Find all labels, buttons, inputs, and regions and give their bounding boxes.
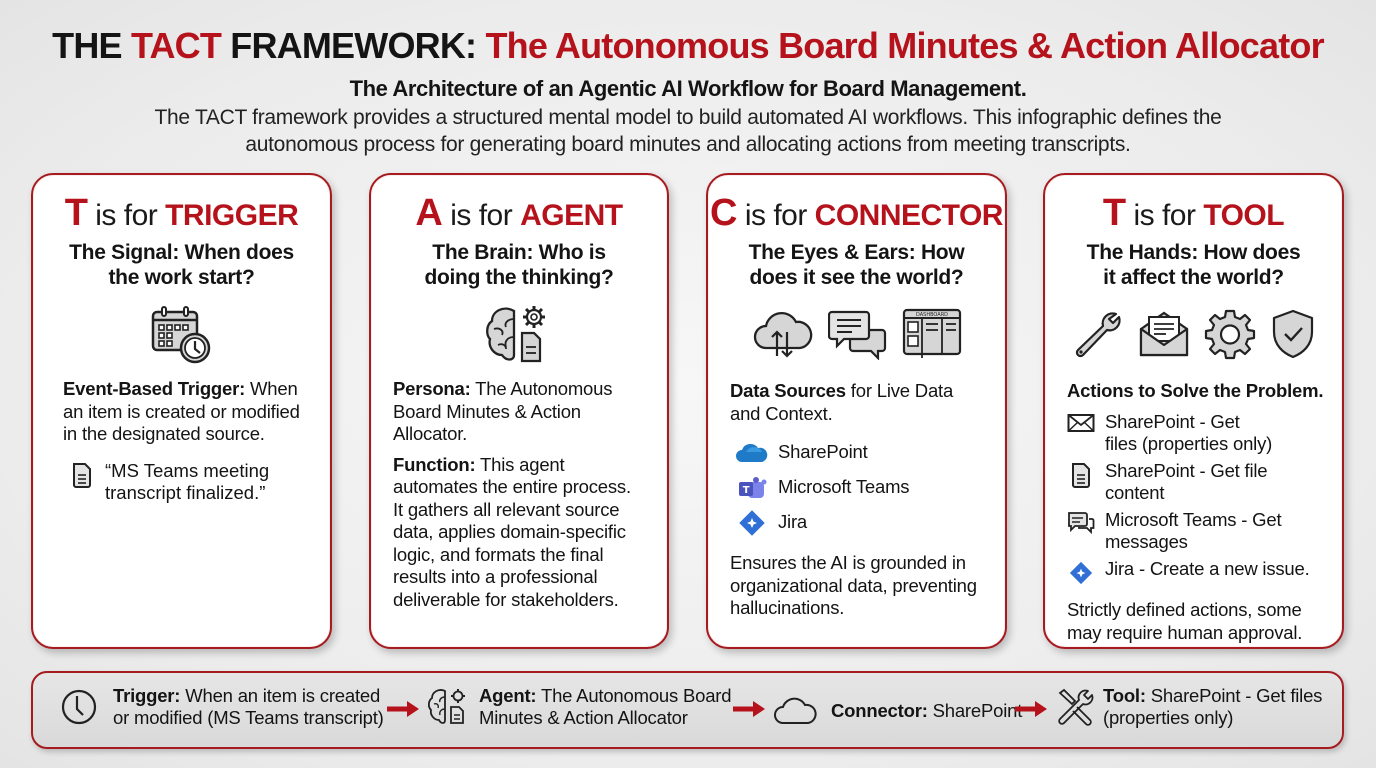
jira-icon bbox=[739, 509, 765, 536]
teams-icon: T bbox=[739, 476, 767, 498]
card-heading: T is for TOOL bbox=[1102, 192, 1285, 234]
gear-icon bbox=[1204, 309, 1255, 360]
cloud-sync-icon bbox=[753, 312, 812, 358]
trigger-example: “MS Teams meeting transcript finalized.” bbox=[33, 460, 330, 505]
card-trigger: T is for TRIGGER The Signal: When does t… bbox=[31, 173, 332, 649]
brain-gear-icon bbox=[427, 689, 465, 724]
arrow-right-icon bbox=[1015, 701, 1047, 717]
clock-icon bbox=[61, 689, 97, 725]
action-item: Microsoft Teams - Get messages bbox=[1067, 509, 1328, 554]
envelope-icon bbox=[1067, 413, 1095, 432]
action-item: Jira - Create a new issue. bbox=[1067, 558, 1328, 592]
flow-step-tool: Tool: SharePoint - Get files (properties… bbox=[1055, 685, 1322, 729]
page-subtitle: The Architecture of an Agentic AI Workfl… bbox=[349, 76, 1027, 101]
data-source-list: SharePoint T Microsoft Teams Jira bbox=[730, 435, 979, 540]
jira-icon bbox=[1069, 561, 1093, 584]
card-question: The Signal: When does the work start? bbox=[69, 241, 294, 289]
workflow-summary-bar: Trigger: When an item is created or modi… bbox=[31, 671, 1344, 749]
action-item: SharePoint - Get file content bbox=[1067, 460, 1328, 505]
tools-icon bbox=[1058, 688, 1094, 726]
chat-bubbles-icon bbox=[827, 310, 886, 360]
card-heading: A is for AGENT bbox=[415, 192, 623, 234]
agent-function: Function: This agent automates the entir… bbox=[393, 453, 631, 610]
dashboard-icon: DASHBOARD bbox=[902, 308, 961, 358]
svg-text:DASHBOARD: DASHBOARD bbox=[915, 312, 947, 318]
sharepoint-icon bbox=[736, 443, 768, 462]
card-heading: C is for CONNECTOR bbox=[710, 192, 1003, 234]
action-item: SharePoint - Get files (properties only) bbox=[1067, 411, 1328, 456]
brain-gear-document-icon bbox=[486, 306, 545, 363]
source-item-jira: Jira bbox=[736, 505, 979, 540]
wrench-icon bbox=[1075, 312, 1121, 358]
page-title: THE TACT FRAMEWORK: The Autonomous Board… bbox=[52, 25, 1324, 66]
document-icon bbox=[1072, 462, 1090, 488]
card-heading: T is for TRIGGER bbox=[64, 192, 299, 234]
arrow-right-icon bbox=[733, 701, 765, 717]
card-question: The Eyes & Ears: How does it see the wor… bbox=[748, 241, 965, 289]
arrow-right-icon bbox=[387, 701, 419, 717]
cloud-icon bbox=[774, 697, 817, 724]
flow-step-agent: Agent: The Autonomous Board Minutes & Ac… bbox=[427, 685, 732, 729]
svg-text:T: T bbox=[743, 485, 750, 496]
card-question: The Brain: Who is doing the thinking? bbox=[424, 241, 614, 289]
chat-icon bbox=[1068, 511, 1095, 534]
flow-step-trigger: Trigger: When an item is created or modi… bbox=[59, 685, 384, 729]
connector-description: Data Sources for Live Data and Context. … bbox=[708, 380, 1005, 620]
agent-persona: Persona: The Autonomous Board Minutes & … bbox=[393, 378, 613, 444]
card-question: The Hands: How does it affect the world? bbox=[1086, 241, 1301, 289]
agent-description: Persona: The Autonomous Board Minutes & … bbox=[371, 378, 667, 611]
source-item-sharepoint: SharePoint bbox=[736, 435, 979, 470]
card-tool: T is for TOOL The Hands: How does it aff… bbox=[1043, 173, 1344, 649]
flow-step-connector: Connector: SharePoint bbox=[773, 696, 1022, 726]
shield-check-icon bbox=[1272, 309, 1313, 359]
source-item-teams: T Microsoft Teams bbox=[736, 470, 979, 505]
trigger-description: Event-Based Trigger: When an item is cre… bbox=[63, 378, 300, 444]
intro-text: The TACT framework provides a structured… bbox=[154, 106, 1222, 156]
card-agent: A is for AGENT The Brain: Who is doing t… bbox=[369, 173, 669, 649]
calendar-clock-icon bbox=[151, 306, 210, 364]
card-connector: C is for CONNECTOR The Eyes & Ears: How … bbox=[706, 173, 1007, 649]
tool-description: Actions to Solve the Problem. SharePoint… bbox=[1045, 380, 1342, 644]
envelope-icon bbox=[1139, 311, 1188, 357]
document-icon bbox=[73, 462, 91, 488]
